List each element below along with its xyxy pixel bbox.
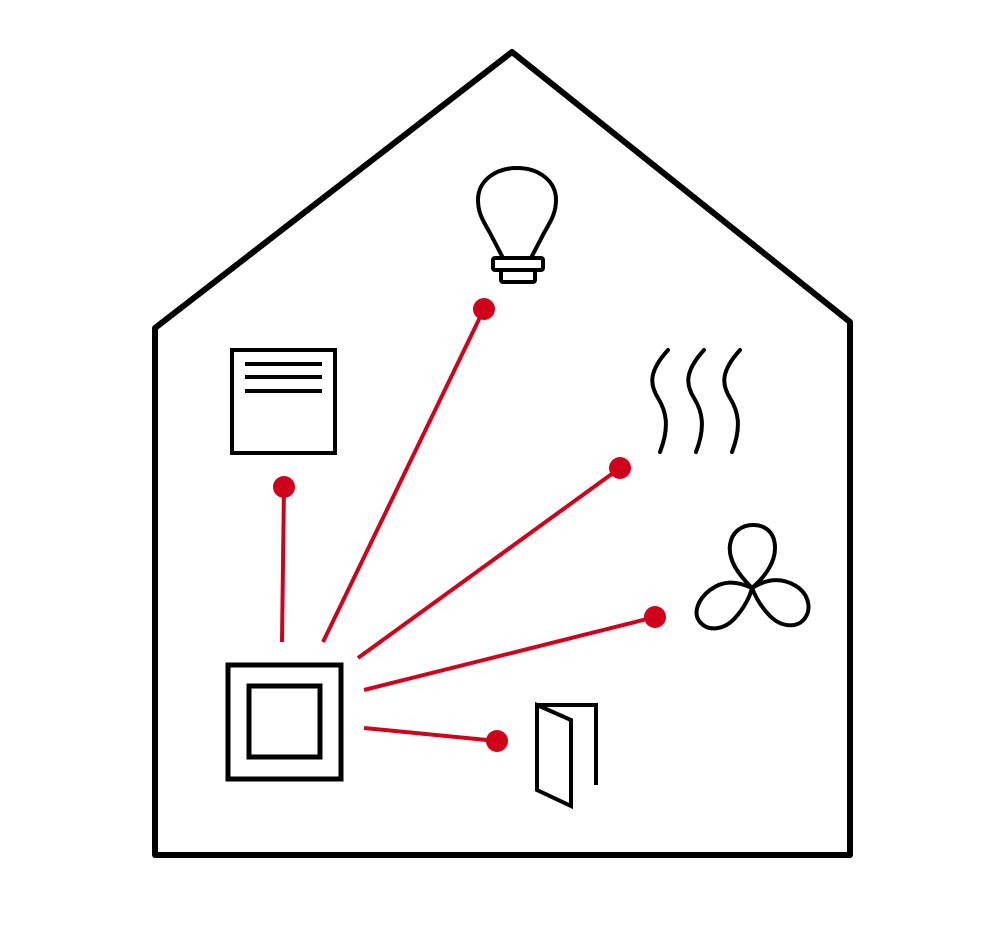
connection-point-display — [273, 476, 295, 498]
connection-lines — [280, 308, 656, 743]
connection-line-display — [280, 486, 286, 643]
door-icon — [535, 701, 598, 810]
light-bulb-icon — [476, 166, 558, 284]
connection-line-heating — [356, 466, 622, 660]
house-outline — [152, 49, 853, 858]
connection-point-light — [473, 298, 495, 320]
connection-point-door — [486, 730, 508, 752]
connection-line-ventilation — [363, 615, 656, 692]
heat-waves-icon — [650, 348, 742, 454]
connection-line-door — [363, 726, 498, 743]
connection-point-heating — [609, 457, 631, 479]
connection-point-ventilation — [644, 606, 666, 628]
connection-line-light — [321, 308, 486, 643]
fan-icon — [694, 523, 811, 631]
display-panel-icon — [230, 348, 337, 455]
connection-points — [273, 298, 666, 752]
wall-switch-icon — [225, 662, 344, 782]
